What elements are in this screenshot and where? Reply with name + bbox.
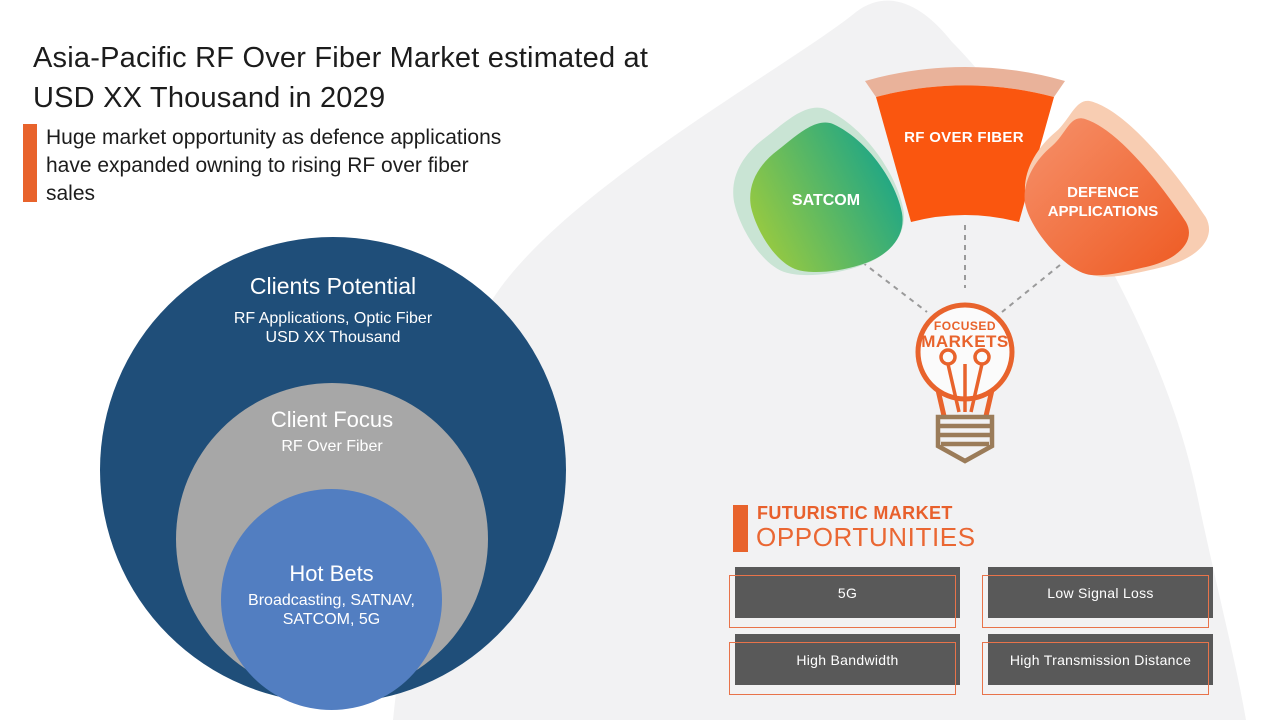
title-line-2: USD XX Thousand in 2029 bbox=[33, 82, 386, 114]
client-focus-title: Client Focus bbox=[270, 407, 394, 432]
subtitle-line-1: Huge market opportunity as defence appli… bbox=[46, 126, 502, 149]
defence-label-line-1: DEFENCE bbox=[1067, 184, 1139, 201]
bulb-base-outline bbox=[935, 414, 995, 464]
light-bulb-icon: FOCUSED MARKETS bbox=[915, 302, 1015, 464]
dashed-connectors bbox=[861, 225, 1061, 313]
bulb-base-threads bbox=[939, 423, 991, 447]
bulb-label-line-1: FOCUSED bbox=[934, 319, 996, 333]
rf-wedge-band bbox=[865, 66, 1065, 97]
hot-bets-line-1: Broadcasting, SATNAV, bbox=[248, 592, 415, 609]
satcom-segment: SATCOM bbox=[733, 107, 904, 276]
bulb-base bbox=[935, 414, 995, 464]
title-line-1: Asia-Pacific RF Over Fiber Market estima… bbox=[33, 42, 649, 74]
satcom-blob bbox=[750, 122, 903, 273]
clients-potential-title: Clients Potential bbox=[249, 273, 417, 299]
subtitle-block: Huge market opportunity as defence appli… bbox=[23, 124, 501, 208]
hot-bets-circle bbox=[221, 489, 442, 710]
focused-markets-diagram: SATCOM RF OVER FIBER DEFENCE APPLICATION… bbox=[733, 66, 1210, 464]
clients-potential-subtitle: RF Applications, Optic Fiber USD XX Thou… bbox=[100, 309, 566, 347]
bulb-neck bbox=[935, 389, 995, 417]
bulb-label-line-2: MARKETS bbox=[921, 332, 1009, 351]
subtitle-accent-bar bbox=[23, 124, 37, 202]
bulb-filament bbox=[939, 348, 991, 413]
rf-over-fiber-label: RF OVER FIBER bbox=[904, 129, 1024, 146]
client-focus-line-1: RF Over Fiber bbox=[281, 438, 383, 455]
subtitle-text: Huge market opportunity as defence appli… bbox=[46, 124, 501, 208]
hot-bets-title: Hot Bets bbox=[289, 561, 374, 586]
subtitle-line-2: have expanded owning to rising RF over f… bbox=[46, 154, 469, 177]
opportunities-heading-line-1: FUTURISTIC MARKET bbox=[757, 503, 953, 523]
opportunity-item-high-bandwidth: High Bandwidth bbox=[729, 634, 960, 695]
opportunities-accent-bar bbox=[733, 505, 748, 552]
hot-bets-subtitle: Broadcasting, SATNAV, SATCOM, 5G bbox=[221, 591, 442, 629]
clients-potential-line-2: USD XX Thousand bbox=[265, 329, 401, 346]
rf-wedge bbox=[876, 85, 1054, 222]
rf-over-fiber-segment: RF OVER FIBER bbox=[865, 66, 1065, 222]
defence-blob bbox=[1024, 118, 1189, 276]
defence-connector-line bbox=[1001, 264, 1061, 313]
satcom-connector-line bbox=[861, 261, 928, 313]
opportunity-item-5g: 5G bbox=[729, 567, 960, 628]
filament-wires bbox=[946, 363, 984, 413]
clients-potential-line-1: RF Applications, Optic Fiber bbox=[233, 310, 433, 327]
opportunities-heading-line-2: OPPORTUNITIES bbox=[756, 522, 976, 552]
hot-bets-line-2: SATCOM, 5G bbox=[282, 611, 381, 628]
subtitle-line-3: sales bbox=[46, 182, 96, 205]
defence-label-line-2: APPLICATIONS bbox=[1048, 203, 1159, 220]
opportunity-item-high-transmission-distance: High Transmission Distance bbox=[982, 634, 1213, 695]
page-title: Asia-Pacific RF Over Fiber Market estima… bbox=[33, 38, 648, 118]
defence-segment: DEFENCE APPLICATIONS bbox=[1024, 100, 1210, 277]
satcom-label: SATCOM bbox=[792, 192, 860, 209]
opportunity-item-low-signal-loss: Low Signal Loss bbox=[982, 567, 1213, 628]
